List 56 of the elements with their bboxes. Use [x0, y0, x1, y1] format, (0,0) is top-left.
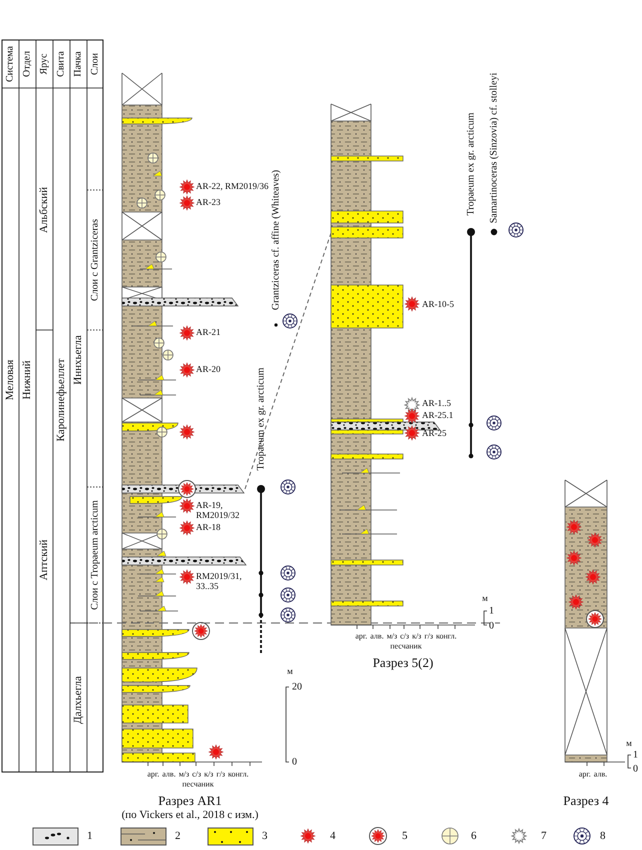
legend-number: 6 — [471, 830, 476, 842]
sample-label: RM2019/31, 33..35 — [196, 572, 243, 592]
column-header: Система — [4, 46, 16, 82]
unit-name: Альбский — [38, 186, 50, 234]
column-header: Отдел — [22, 51, 32, 77]
section-title: Разрез 4 — [563, 794, 609, 808]
unit-name: Нижний — [20, 360, 34, 400]
unit-name: Каролинефьеллет — [54, 358, 68, 442]
section-title: Разрез 5(2) — [372, 656, 434, 670]
section-title: Разрез AR1 — [158, 794, 222, 808]
sample-label: AR-25.1 — [422, 411, 454, 421]
legend-number: 4 — [330, 830, 336, 842]
sample-label: AR-10-5 — [422, 300, 454, 310]
unit-name: Иннхьегла — [72, 335, 84, 385]
legend-number: 8 — [600, 830, 606, 842]
scale-label: 1 — [633, 750, 638, 760]
taxon-label: Samartinoceras (Sinzovia) cf. stolleyi — [488, 72, 500, 224]
axis-label: арг. алв. — [578, 770, 608, 780]
legend-number: 7 — [541, 830, 546, 842]
sample-label: AR-19, RM2019/32 — [196, 501, 241, 521]
sample-label: AR-18 — [196, 523, 220, 533]
taxon-label: Tropaeum ex gr. arcticum — [466, 112, 476, 216]
column-header: Слои — [90, 53, 100, 75]
taxon-label: Tropaeum ex gr. arcticum — [256, 368, 266, 470]
unit-name: Слои с Grantziceras — [90, 219, 100, 301]
axis-label: песчаник — [182, 780, 214, 790]
column-header: Свита — [56, 51, 66, 77]
scale-label: м — [482, 594, 488, 604]
scale-label: 0 — [633, 764, 638, 774]
axis-label: арг. алв. м/з с/з к/з г/з конгл. — [355, 632, 457, 642]
scale-label: 0 — [489, 620, 494, 632]
scale-label: м — [626, 739, 632, 749]
axis-label: арг. алв. м/з с/з к/з г/з конгл. — [147, 770, 249, 780]
scale-label: 1 — [489, 606, 494, 616]
sample-label: AR-1..5 — [422, 399, 451, 409]
legend-number: 2 — [175, 830, 180, 842]
legend-number: 1 — [87, 830, 92, 842]
taxon-label: Grantziceras cf. affine (Whiteaves) — [270, 170, 282, 310]
sample-label: AR-25 — [422, 429, 446, 439]
scale-label: 20 — [292, 682, 302, 692]
sample-label: AR-21 — [196, 328, 220, 338]
sample-label: AR-20 — [196, 365, 220, 375]
legend-number: 3 — [262, 830, 268, 842]
sample-label: AR-22, RM2019/36 — [196, 182, 269, 192]
axis-label: песчаник — [390, 642, 422, 652]
legend-number: 5 — [402, 830, 408, 842]
unit-name: Далхьегла — [72, 676, 84, 724]
sample-label: AR-23 — [196, 198, 220, 208]
scale-label: 0 — [292, 756, 297, 768]
unit-name: Слои с Tropaeum arcticum — [90, 500, 100, 610]
scale-label: м — [287, 667, 293, 677]
unit-name: Меловая — [4, 360, 16, 400]
column-header: Пачка — [72, 51, 84, 77]
unit-name: Аптский — [38, 540, 50, 580]
section-caption: (по Vickers et al., 2018 с изм.) — [122, 808, 258, 822]
column-header: Ярус — [38, 54, 50, 74]
